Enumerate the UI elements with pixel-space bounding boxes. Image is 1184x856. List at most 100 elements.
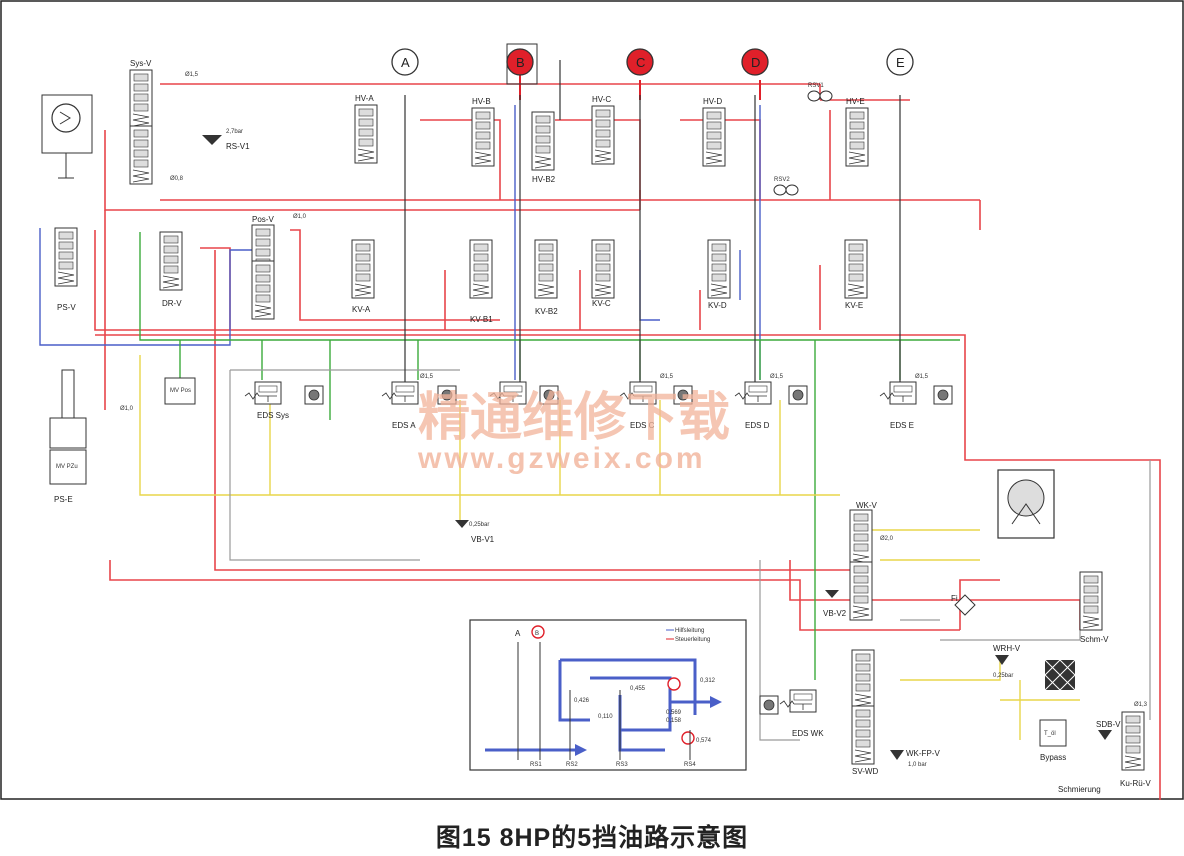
valve-kv-e[interactable]: KV-E <box>844 239 868 310</box>
valve-hv-e[interactable]: HV-E <box>845 97 869 167</box>
label-bypass: Bypass <box>1040 753 1066 762</box>
inset-value-0426: 0,426 <box>574 698 590 704</box>
oil-cooler <box>1044 659 1076 691</box>
label-hv-d: HV-D <box>703 97 722 106</box>
valve-kv-b1[interactable]: KV-B1 <box>469 239 493 324</box>
inset-value-0569: 0,569 <box>666 710 682 716</box>
eds-a[interactable]: EDS A <box>381 381 457 430</box>
label-eds-a: EDS A <box>392 421 416 430</box>
label-hv-a: HV-A <box>355 94 374 103</box>
valve-sdb-v[interactable]: SDB-V <box>1096 720 1121 740</box>
orifice-label-1: Ø1,5 <box>185 72 199 78</box>
label-hv-c: HV-C <box>592 95 611 104</box>
valve-wk-v[interactable]: WK-V <box>849 501 878 621</box>
valve-ku-ro-v[interactable]: Ku-Rü-V <box>1120 711 1151 788</box>
circle-node-b: B <box>506 43 538 85</box>
check-valve-rsv1: RSV1 <box>807 83 833 102</box>
label-rsv2: RSV2 <box>774 177 790 183</box>
circle-a-label: A <box>401 55 410 70</box>
label-wk-v: WK-V <box>856 501 878 510</box>
eds-wk[interactable]: EDS WK <box>759 689 824 738</box>
circle-d-label: D <box>751 55 760 70</box>
label-fi: Fi <box>951 594 958 603</box>
label-hv-b2: HV-B2 <box>532 175 556 184</box>
valve-sys-v[interactable]: Sys-V <box>129 59 153 185</box>
label-wk-fp-v-pressure: 1,0 bar <box>908 762 927 768</box>
valve-sv-wd[interactable]: SV-WD <box>851 649 878 776</box>
label-rsv1: RSV1 <box>808 83 824 89</box>
orifice-label-9: Ø1,3 <box>1134 702 1148 708</box>
valve-hv-b2[interactable]: HV-B2 <box>531 111 556 184</box>
inset-value-0312: 0,312 <box>700 678 716 684</box>
valve-wrh-v[interactable]: WRH-V 0,25bar <box>993 644 1021 679</box>
torque-converter <box>997 469 1055 539</box>
valve-hv-d[interactable]: HV-D <box>702 97 726 167</box>
valve-wk-fp-v[interactable]: WK-FP-V 1,0 bar <box>890 749 940 768</box>
label-schm-v: Schm-V <box>1080 635 1109 644</box>
valve-schm-v[interactable]: Schm-V <box>1079 571 1109 644</box>
label-rs-v1-pressure: 2,7bar <box>226 129 243 135</box>
inset-rs2: RS2 <box>566 762 578 768</box>
valve-kv-a[interactable]: KV-A <box>351 239 375 314</box>
orifice-label-3: Ø1,0 <box>293 214 307 220</box>
inset-node-a: A <box>515 629 521 638</box>
eds-sys[interactable]: EDS Sys <box>244 381 324 420</box>
grey-lines <box>229 369 1151 741</box>
label-hv-e: HV-E <box>846 97 865 106</box>
orifice-label-10: Ø1,0 <box>120 406 134 412</box>
valve-kv-c[interactable]: KV-C <box>591 239 615 308</box>
valve-ps-e[interactable]: MV PZu PS-E <box>49 369 87 504</box>
label-eds-c: EDS C <box>630 421 655 430</box>
label-kv-e: KV-E <box>845 301 863 310</box>
inset-rs1: RS1 <box>530 762 542 768</box>
label-kv-b1: KV-B1 <box>470 315 493 324</box>
label-wk-fp-v: WK-FP-V <box>906 749 940 758</box>
label-eds-e: EDS E <box>890 421 914 430</box>
valve-mv-pos[interactable]: MV Pos <box>164 377 196 405</box>
label-wrh-v: WRH-V <box>993 644 1021 653</box>
label-vb-v1: VB-V1 <box>471 535 495 544</box>
circle-node-e: E <box>886 48 914 76</box>
label-wrh-v-pressure: 0,25bar <box>993 673 1013 679</box>
valve-hv-b[interactable]: HV-B <box>471 97 495 167</box>
hydraulic-schematic: Sys-V RS-V1 2,7bar PS-V DR-V Pos-V MV PZ… <box>0 0 1184 800</box>
label-dr-v: DR-V <box>162 299 182 308</box>
eds-d[interactable]: EDS D <box>734 381 808 430</box>
circle-node-c: C <box>626 48 654 76</box>
label-kv-b2: KV-B2 <box>535 307 558 316</box>
inset-value-0158: 0,158 <box>666 718 682 724</box>
label-sys-v: Sys-V <box>130 59 152 68</box>
label-ps-e: PS-E <box>54 495 73 504</box>
figure-caption: 图15 8HP的5挡油路示意图 <box>435 824 749 852</box>
label-pos-v: Pos-V <box>252 215 274 224</box>
label-ku-ro-v: Ku-Rü-V <box>1120 779 1151 788</box>
valve-dr-v[interactable]: DR-V <box>159 231 183 308</box>
inset-value-0574: 0,574 <box>696 738 712 744</box>
eds-e[interactable]: EDS E <box>879 381 953 430</box>
valve-hv-a[interactable]: HV-A <box>354 94 378 164</box>
inset-rs4: RS4 <box>684 762 696 768</box>
orifice-label-5: Ø1,5 <box>660 374 674 380</box>
valve-kv-d[interactable]: KV-D <box>707 239 731 310</box>
inset-legend-hilfsleitung: Hilfsleitung <box>675 628 704 634</box>
valve-ps-v[interactable]: PS-V <box>54 227 78 312</box>
label-ps-v: PS-V <box>57 303 76 312</box>
label-schmierung: Schmierung <box>1058 785 1101 794</box>
circle-node-d: D <box>741 48 769 76</box>
valve-vb-v2[interactable]: VB-V2 <box>823 590 847 618</box>
bypass-box: T_öl Bypass <box>1039 719 1067 762</box>
inset-value-0455: 0,455 <box>630 686 646 692</box>
check-valve-rsv2: RSV2 <box>773 177 799 196</box>
valve-pos-v[interactable]: Pos-V <box>251 215 275 320</box>
circle-node-a: A <box>391 48 419 76</box>
label-hv-b: HV-B <box>472 97 491 106</box>
eds-c[interactable]: EDS C <box>619 381 693 430</box>
valve-kv-b2[interactable]: KV-B2 <box>534 239 558 316</box>
valve-rs-v1[interactable]: RS-V1 2,7bar <box>202 129 250 151</box>
valve-hv-c[interactable]: HV-C <box>591 95 615 165</box>
inset-value-0110: 0,110 <box>598 714 613 720</box>
inset-legend-steuerleitung: Steuerleitung <box>675 637 710 643</box>
label-kv-a: KV-A <box>352 305 371 314</box>
valve-vb-v1[interactable]: VB-V1 0,25bar <box>455 520 495 544</box>
label-sdb-v: SDB-V <box>1096 720 1121 729</box>
